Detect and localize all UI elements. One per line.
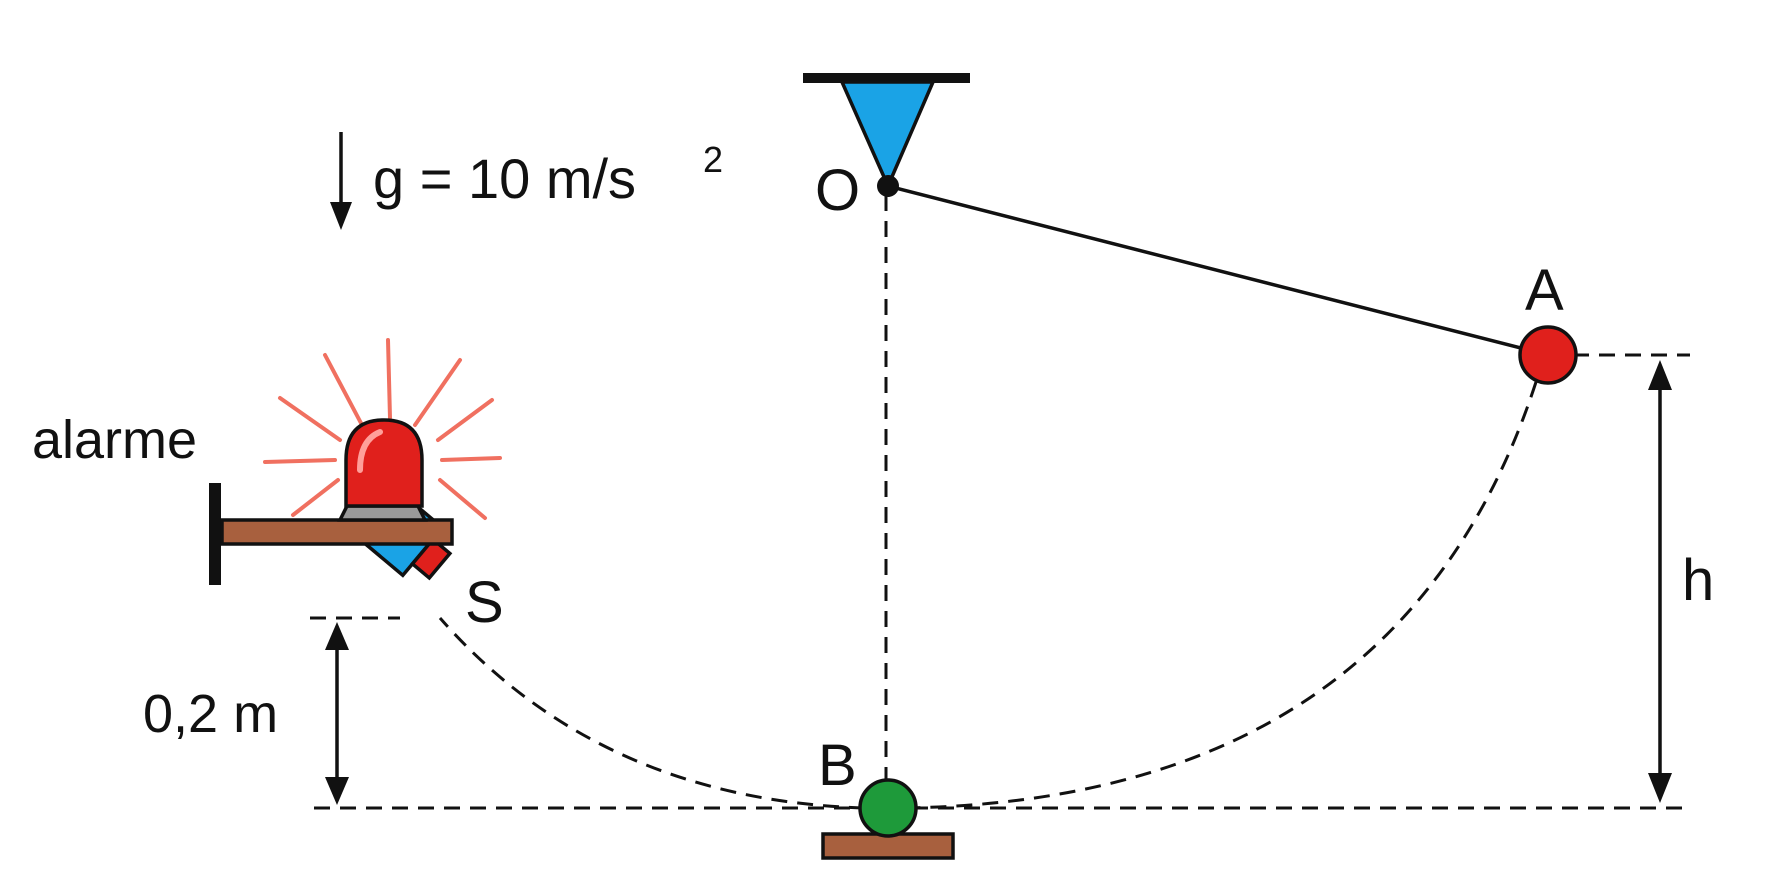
sensor-tip — [409, 536, 453, 581]
gravity-exponent: 2 — [703, 139, 723, 180]
point-a-label: A — [1525, 258, 1564, 323]
sensor-label: S — [465, 570, 504, 635]
gravity-arrow — [330, 132, 352, 230]
ball-b — [858, 778, 918, 838]
alarm-assembly — [209, 338, 502, 585]
alarm-lamp-highlight — [357, 429, 383, 473]
height-label: h — [1682, 548, 1714, 613]
pivot-support-triangle — [839, 80, 936, 191]
point-b-label: B — [818, 733, 857, 798]
height-arrow — [1648, 360, 1672, 803]
pendulum-string — [887, 184, 1549, 357]
pivot-point — [877, 175, 899, 197]
gravity-label: g = 10 m/s — [373, 147, 636, 210]
ball-a — [1518, 325, 1578, 385]
trajectory-arc-a-to-b — [904, 381, 1538, 810]
sensor-height-arrow — [325, 622, 349, 805]
alarm-shelf — [220, 518, 454, 546]
alarm-label: alarme — [32, 410, 197, 470]
alarm-light-rays — [263, 338, 502, 520]
sensor-height-label: 0,2 m — [143, 684, 278, 744]
pivot-label: O — [815, 158, 860, 223]
ceiling-support — [803, 73, 970, 191]
trajectory-arc-b-to-s — [438, 617, 866, 810]
alarm-lamp-base — [337, 504, 428, 522]
